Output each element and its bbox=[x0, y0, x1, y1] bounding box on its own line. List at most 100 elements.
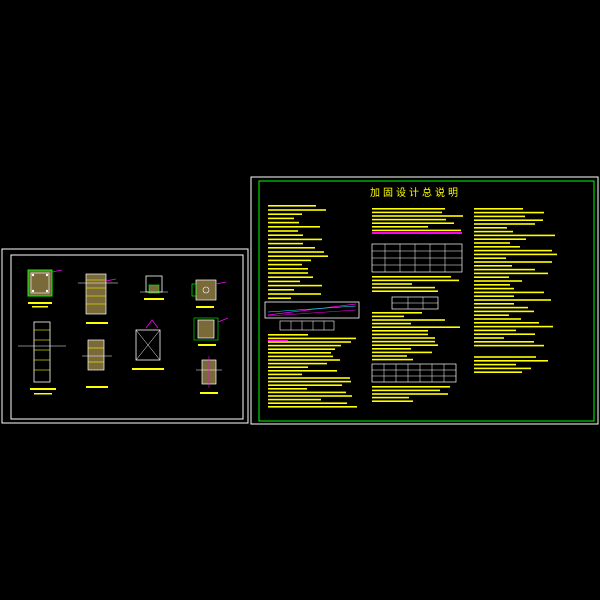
note-text-line bbox=[268, 234, 303, 236]
note-text-line bbox=[268, 251, 324, 253]
note-text-line bbox=[474, 238, 526, 240]
note-text-line bbox=[474, 371, 522, 373]
note-text-line bbox=[268, 205, 316, 207]
note-text-line bbox=[474, 276, 509, 278]
note-text-line bbox=[474, 261, 552, 263]
note-text-line bbox=[268, 213, 302, 215]
note-text-line bbox=[372, 355, 407, 357]
note-text-line bbox=[474, 234, 555, 237]
note-text-line bbox=[268, 391, 346, 394]
note-text-line bbox=[474, 211, 544, 214]
right-sheet-border bbox=[250, 176, 599, 425]
note-text-line bbox=[268, 348, 335, 350]
note-text-line bbox=[474, 299, 551, 301]
note-text-line bbox=[474, 253, 557, 256]
note-text-line bbox=[372, 333, 428, 336]
note-text-line bbox=[372, 226, 428, 228]
note-text-line bbox=[268, 406, 357, 408]
note-text-line bbox=[268, 276, 313, 278]
note-text-line bbox=[372, 215, 463, 217]
note-text-line bbox=[372, 344, 438, 346]
detail-beam-section bbox=[82, 339, 112, 388]
note-text-line bbox=[268, 284, 322, 287]
detail-beam-elevation bbox=[78, 273, 118, 324]
note-text-line bbox=[372, 279, 459, 282]
note-text-line bbox=[268, 341, 351, 343]
note-text-line bbox=[268, 293, 321, 295]
note-text-line bbox=[474, 295, 514, 297]
detail-bracket bbox=[140, 275, 168, 300]
note-text-line bbox=[372, 218, 446, 221]
note-text-line bbox=[268, 362, 327, 365]
note-highlight-bar-1 bbox=[372, 232, 462, 234]
note-text-line bbox=[372, 358, 413, 361]
note-table-3 bbox=[371, 363, 457, 383]
note-text-line bbox=[474, 272, 548, 275]
detail-column-base bbox=[196, 356, 222, 394]
note-text-line bbox=[474, 337, 504, 339]
note-text-line bbox=[268, 334, 308, 336]
note-text-line bbox=[268, 344, 341, 347]
detail-column-elevation bbox=[18, 321, 66, 395]
note-text-line bbox=[268, 230, 298, 232]
note-table-2 bbox=[391, 296, 439, 310]
note-text-line bbox=[474, 284, 510, 286]
note-text-line bbox=[474, 291, 544, 294]
note-text-line bbox=[268, 398, 321, 401]
note-text-line bbox=[372, 340, 435, 343]
note-table-1 bbox=[371, 243, 463, 273]
note-text-line bbox=[372, 351, 432, 354]
note-text-line bbox=[372, 229, 461, 232]
note-text-line bbox=[372, 330, 428, 332]
note-text-line bbox=[268, 221, 299, 224]
note-text-line bbox=[474, 287, 514, 290]
note-text-line bbox=[268, 370, 337, 372]
note-text-line bbox=[372, 315, 404, 318]
detail-anchor-section bbox=[193, 317, 229, 346]
note-text-line bbox=[474, 363, 516, 366]
note-text-line bbox=[474, 314, 509, 316]
note-text-line bbox=[268, 380, 351, 383]
note-text-line bbox=[372, 326, 460, 328]
note-text-line bbox=[268, 255, 328, 257]
note-text-line bbox=[268, 297, 291, 299]
note-text-line bbox=[268, 355, 333, 358]
detail-column-section bbox=[27, 269, 63, 308]
note-text-lines bbox=[268, 205, 557, 408]
note-text-line bbox=[474, 318, 521, 320]
note-text-line bbox=[268, 289, 294, 291]
note-text-line bbox=[474, 268, 535, 271]
note-text-line bbox=[474, 367, 531, 370]
note-text-line bbox=[268, 359, 340, 361]
note-text-line bbox=[268, 384, 342, 386]
note-text-line bbox=[474, 325, 553, 328]
right-sheet-notes bbox=[250, 176, 599, 425]
note-text-line bbox=[474, 306, 528, 309]
note-text-line bbox=[372, 208, 445, 210]
note-text-line bbox=[474, 322, 539, 324]
detail-anchor-plate bbox=[191, 279, 227, 308]
note-text-line bbox=[474, 242, 510, 244]
note-text-line bbox=[474, 227, 507, 229]
detail-wall-joint bbox=[132, 319, 164, 370]
note-text-line bbox=[372, 286, 435, 289]
right-sheet-inner-frame bbox=[258, 180, 595, 422]
note-text-line bbox=[372, 400, 413, 402]
note-text-line bbox=[268, 226, 320, 228]
note-text-line bbox=[474, 280, 522, 282]
note-text-line bbox=[372, 386, 450, 388]
note-text-line bbox=[268, 377, 350, 379]
note-text-line bbox=[268, 268, 308, 270]
note-text-line bbox=[372, 319, 445, 321]
note-text-line bbox=[474, 333, 535, 335]
note-highlight-bar-2 bbox=[268, 340, 288, 342]
note-text-line bbox=[474, 356, 536, 358]
note-text-line bbox=[474, 303, 514, 305]
note-text-line bbox=[268, 247, 315, 249]
note-text-line bbox=[474, 360, 548, 362]
note-text-line bbox=[474, 344, 544, 347]
note-text-line bbox=[474, 215, 525, 218]
note-text-line bbox=[268, 263, 302, 266]
note-text-line bbox=[372, 393, 448, 395]
note-text-line bbox=[474, 208, 523, 210]
